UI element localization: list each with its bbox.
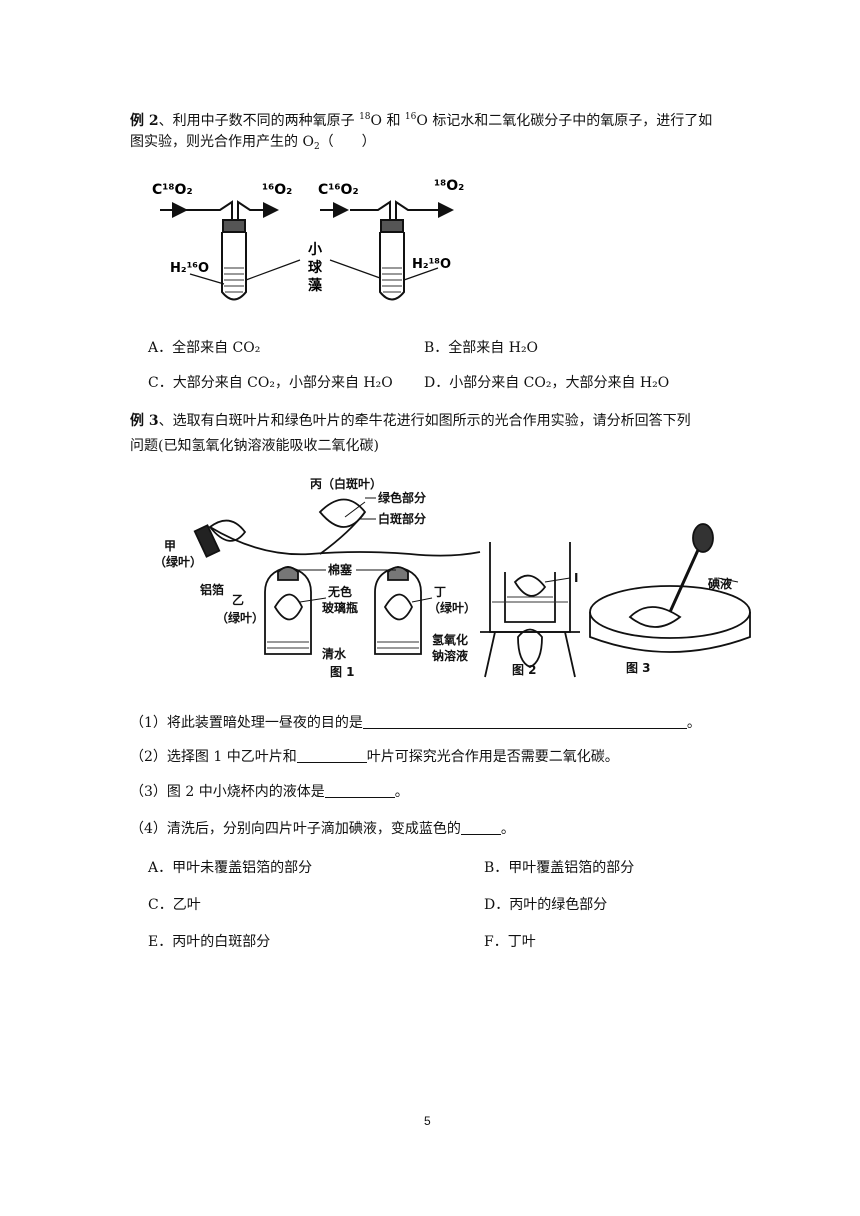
label-ding-2: （绿叶）: [428, 600, 476, 615]
label-fig2: 图 2: [512, 663, 537, 677]
ex3-option-d[interactable]: D．丙叶的绿色部分: [484, 897, 608, 913]
label-bing: 丙（白斑叶）: [310, 476, 382, 491]
left-input-label: C¹⁸O₂: [152, 182, 193, 198]
answer-blank-2[interactable]: [296, 748, 367, 763]
label-white-part: 白斑部分: [378, 511, 426, 526]
ex3-line2: 问题(已知氢氧化钠溶液能吸收二氧化碳): [130, 438, 379, 454]
answer-blank-3[interactable]: [324, 783, 395, 798]
ex2-line1: 例 2、利用中子数不同的两种氧原子 18O 和 16O 标记水和二氧化碳分子中的…: [130, 112, 713, 129]
right-input-label: C¹⁶O₂: [318, 182, 359, 198]
ex2-line2: 图实验，则光合作用产生的 O2（ ）: [130, 134, 376, 152]
label-fig3: 图 3: [626, 661, 651, 675]
label-glass-2: 玻璃瓶: [322, 600, 358, 615]
ex2-testtube-figure: C¹⁸O₂ ¹⁶O₂ C¹⁶O₂ ¹⁸O₂ H₂¹⁶O H₂¹⁸O 小 球 藻: [152, 178, 464, 301]
label-naoh-2: 钠溶液: [432, 648, 468, 663]
label-glass-1: 无色: [327, 584, 352, 599]
ex3-option-c[interactable]: C．乙叶: [148, 897, 201, 913]
label-foil: 铝箔: [200, 582, 224, 597]
ex2-option-c[interactable]: C．大部分来自 CO₂，小部分来自 H₂O: [148, 375, 393, 391]
left-water-label: H₂¹⁶O: [170, 261, 209, 276]
page-number: 5: [424, 1114, 431, 1128]
ex3-line1: 例 3、选取有白斑叶片和绿色叶片的牵牛花进行如图所示的光合作用实验，请分析回答下…: [130, 413, 691, 429]
ex3-option-e[interactable]: E．丙叶的白斑部分: [148, 934, 271, 950]
ex3-option-b[interactable]: B．甲叶覆盖铝箔的部分: [484, 860, 635, 876]
label-fig1: 图 1: [330, 665, 355, 679]
label-yi-2: （绿叶）: [216, 610, 264, 625]
label-jia-2: （绿叶）: [154, 554, 202, 569]
label-ding-1: 丁: [434, 585, 446, 599]
question-1: （1）将此装置暗处理一昼夜的目的是。: [130, 714, 701, 731]
ex2-option-b[interactable]: B．全部来自 H₂O: [424, 340, 539, 356]
ex3-option-f[interactable]: F．丁叶: [484, 934, 536, 950]
question-3: （3）图 2 中小烧杯内的液体是。: [130, 783, 409, 800]
ex2-option-d[interactable]: D．小部分来自 CO₂，大部分来自 H₂O: [424, 375, 670, 391]
ex2-label: 例 2: [130, 113, 159, 129]
left-output-label: ¹⁶O₂: [262, 182, 292, 198]
algae-label-1: 小: [308, 242, 322, 258]
label-jia-1: 甲: [164, 539, 176, 553]
right-output-label: ¹⁸O₂: [434, 178, 464, 194]
algae-label-3: 藻: [308, 277, 323, 294]
answer-blank-1[interactable]: [362, 714, 687, 729]
question-2: （2）选择图 1 中乙叶片和叶片可探究光合作用是否需要二氧化碳。: [130, 748, 619, 765]
ex2-option-a[interactable]: A．全部来自 CO₂: [148, 340, 261, 356]
ex3-label: 例 3: [130, 413, 159, 429]
ex3-apparatus-figure: 丙（白斑叶） 绿色部分 白斑部分 甲 （绿叶） 铝箔 棉塞 乙 （绿叶） 无色 …: [154, 476, 751, 679]
label-green-part: 绿色部分: [378, 490, 426, 505]
label-yi-1: 乙: [232, 593, 244, 607]
label-iodine: 碘液: [707, 576, 732, 591]
question-4: （4）清洗后，分别向四片叶子滴加碘液，变成蓝色的。: [130, 820, 515, 837]
algae-label-2: 球: [308, 259, 323, 276]
answer-blank-4[interactable]: [460, 820, 501, 835]
label-naoh-1: 氢氧化: [432, 632, 468, 647]
label-water: 清水: [322, 646, 347, 661]
right-water-label: H₂¹⁸O: [412, 257, 451, 272]
label-cotton: 棉塞: [328, 562, 353, 577]
ex3-option-a[interactable]: A．甲叶未覆盖铝箔的部分: [148, 860, 313, 876]
label-mark-i: I: [574, 571, 578, 585]
